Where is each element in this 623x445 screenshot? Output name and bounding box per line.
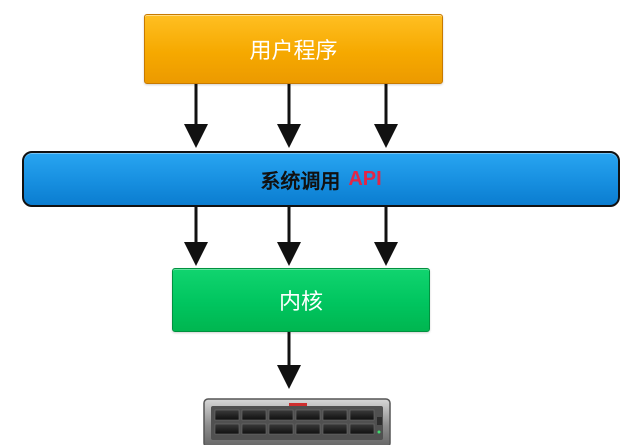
api-label: API xyxy=(348,167,382,190)
user-program-label: 用户程序 xyxy=(249,39,338,64)
system-call-label: 系统调用 xyxy=(260,168,341,193)
kernel-label: 内核 xyxy=(278,290,323,315)
kernel-box: 内核 xyxy=(172,268,430,332)
user-program-box: 用户程序 xyxy=(144,14,443,84)
server-icon xyxy=(203,398,391,445)
system-call-api-bar: 系统调用 API xyxy=(22,151,620,207)
